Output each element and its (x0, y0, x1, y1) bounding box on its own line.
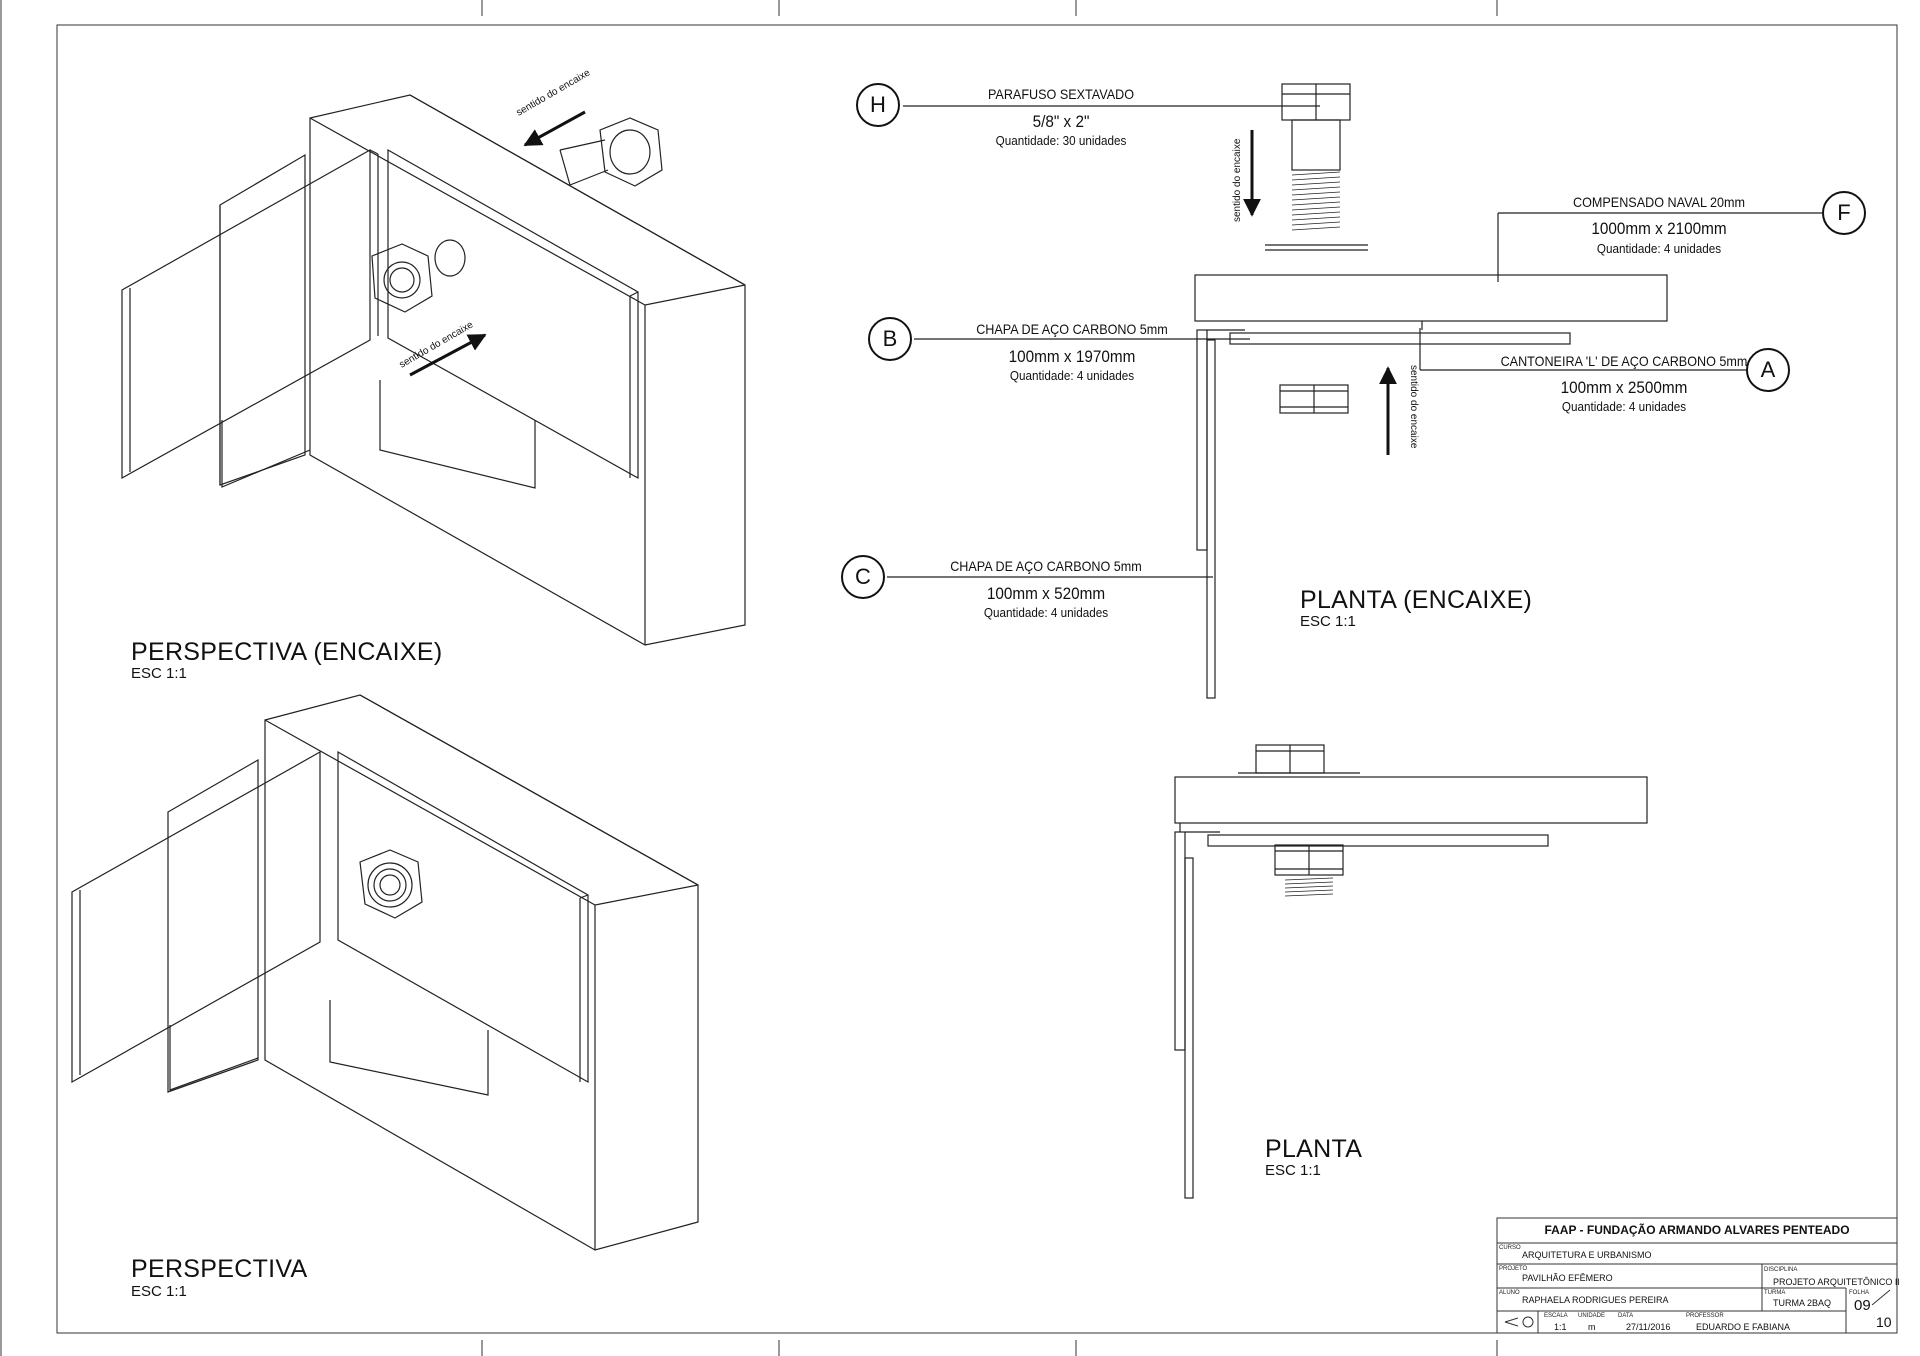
projeto-value: PAVILHÃO EFÊMERO (1522, 1273, 1613, 1283)
view-scale-perspectiva-encaixe: ESC 1:1 (131, 665, 187, 682)
view-scale-planta-encaixe: ESC 1:1 (1300, 613, 1356, 630)
escala-value: 1:1 (1554, 1322, 1567, 1332)
direction-label-plan-bottom: sentido do encaixe (1408, 365, 1419, 449)
aluno-label: ALUNO (1499, 1290, 1520, 1296)
callout-tag-f: F (1822, 191, 1866, 235)
disciplina-label: DISCIPLINA (1764, 1267, 1798, 1273)
callout-tag-h: H (856, 83, 900, 127)
folha-value: 09 (1854, 1297, 1871, 1314)
bolt-thread-assembled (1284, 877, 1334, 897)
callout-dims-c: 100mm x 520mm (986, 584, 1106, 603)
bolt-thread (1291, 171, 1341, 231)
title-block-lines (1496, 1217, 1898, 1334)
folha-total: 10 (1876, 1314, 1892, 1330)
callout-name-b: CHAPA DE AÇO CARBONO 5mm (976, 321, 1168, 337)
curso-value: ARQUITETURA E URBANISMO (1522, 1250, 1652, 1260)
turma-label: TURMA (1764, 1290, 1786, 1296)
view-title-perspectiva-encaixe: PERSPECTIVA (ENCAIXE) (131, 638, 443, 666)
plan-assembled-drawing (1174, 744, 1648, 1199)
curso-label: CURSO (1499, 1245, 1521, 1251)
callout-qty-c: Quantidade: 4 unidades (983, 605, 1109, 620)
callout-dims-h: 5/8" x 2" (1032, 112, 1090, 131)
direction-label-plan-top: sentido do encaixe (1232, 138, 1243, 222)
perspective-assembled-drawing (71, 694, 699, 1251)
callout-name-h: PARAFUSO SEXTAVADO (987, 86, 1135, 102)
disciplina-value: PROJETO ARQUITETÔNICO II (1773, 1277, 1900, 1287)
callout-name-c: CHAPA DE AÇO CARBONO 5mm (950, 558, 1142, 574)
view-title-planta-encaixe: PLANTA (ENCAIXE) (1300, 586, 1533, 614)
professor-value: EDUARDO E FABIANA (1696, 1322, 1791, 1332)
view-scale-perspectiva: ESC 1:1 (131, 1283, 187, 1300)
projeto-label: PROJETO (1499, 1266, 1528, 1272)
view-title-planta: PLANTA (1265, 1135, 1363, 1163)
aluno-value: RAPHAELA RODRIGUES PEREIRA (1522, 1295, 1669, 1305)
callout-name-a: CANTONEIRA 'L' DE AÇO CARBONO 5mm (1500, 353, 1748, 369)
callout-qty-b: Quantidade: 4 unidades (1009, 368, 1135, 383)
turma-value: TURMA 2BAQ (1773, 1298, 1832, 1308)
callout-qty-a: Quantidade: 4 unidades (1561, 399, 1687, 414)
plan-exploded-drawing (887, 83, 1822, 699)
callout-qty-f: Quantidade: 4 unidades (1596, 241, 1722, 256)
callout-dims-f: 1000mm x 2100mm (1591, 219, 1727, 238)
professor-label: PROFESSOR (1686, 1313, 1724, 1319)
callout-tag-b: B (868, 317, 912, 361)
callout-dims-b: 100mm x 1970mm (1008, 347, 1136, 366)
data-label: DATA (1618, 1313, 1634, 1319)
view-scale-planta: ESC 1:1 (1265, 1162, 1321, 1179)
unidade-label: UNIDADE (1578, 1313, 1606, 1319)
view-title-perspectiva: PERSPECTIVA (131, 1255, 308, 1283)
callout-dims-a: 100mm x 2500mm (1560, 378, 1688, 397)
institution-name: FAAP - FUNDAÇÃO ARMANDO ALVARES PENTEADO (1544, 1223, 1850, 1237)
folha-label: FOLHA (1849, 1290, 1870, 1296)
perspective-exploded-drawing (121, 94, 746, 646)
escala-label: ESCALA (1544, 1313, 1568, 1319)
callout-qty-h: Quantidade: 30 unidades (995, 133, 1127, 148)
callout-name-f: COMPENSADO NAVAL 20mm (1572, 194, 1746, 210)
callout-tag-c: C (841, 555, 885, 599)
unidade-value: m (1588, 1322, 1596, 1332)
callout-tag-a: A (1746, 348, 1790, 392)
data-value: 27/11/2016 (1626, 1322, 1671, 1332)
